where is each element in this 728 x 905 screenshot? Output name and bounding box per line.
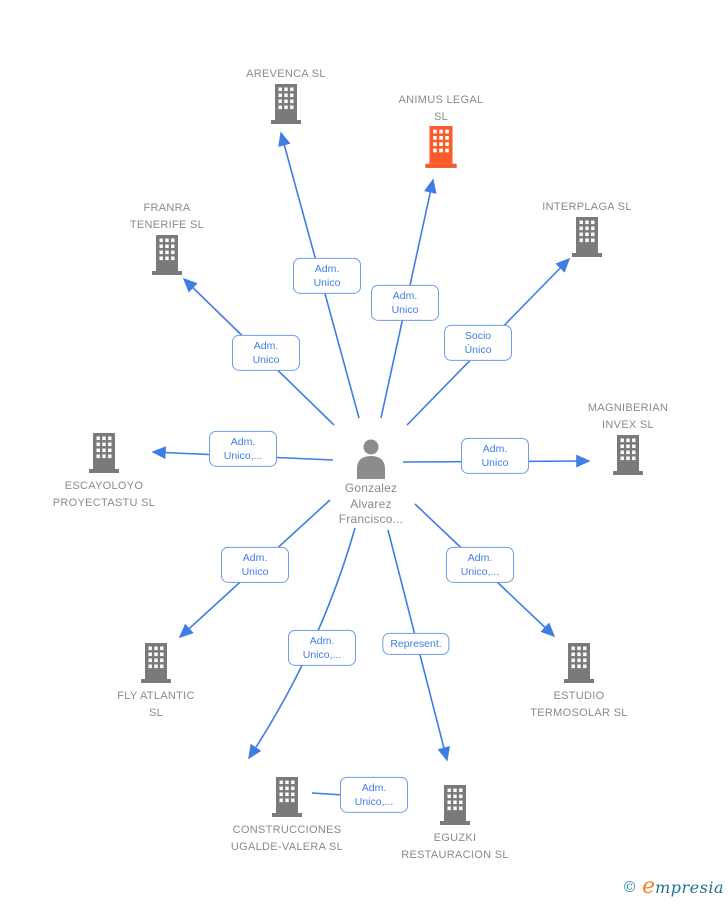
edge-label-estudio[interactable]: Adm. Unico,... [446,546,514,584]
company-name: ESTUDIO TERMOSOLAR SL [530,690,628,719]
edge-label-construcciones[interactable]: Adm. Unico,... [288,629,356,667]
company-name: AREVENCA SL [246,67,326,80]
person-icon [352,439,390,479]
edge-label-escayoloyo[interactable]: Adm. Unico,... [209,430,277,468]
edge-label-interplaga[interactable]: Socio Único [444,324,512,362]
company-name: EGUZKI RESTAURACION SL [401,832,509,861]
company-name: MAGNIBERIAN INVEX SL [587,402,669,431]
edge-label-eguzki-represent[interactable]: Represent. [382,632,450,656]
brand-initial: e [642,874,656,899]
company-name: FLY ATLANTIC SL [117,690,195,719]
company-name: FRANRA TENERIFE SL [129,202,205,231]
edge-label-franra[interactable]: Adm. Unico [232,334,300,372]
company-name: INTERPLAGA SL [542,200,632,213]
building-icon [268,83,304,125]
person-name: Gonzalez Alvarez Francisco... [338,481,404,527]
building-icon [610,434,646,476]
building-icon [437,784,473,826]
edge-label-magniberian[interactable]: Adm. Unico [461,437,529,475]
company-name: CONSTRUCCIONES UGALDE-VALERA SL [230,824,344,853]
building-icon-highlighted [422,125,460,169]
copyright-icon: © [622,878,638,896]
building-icon [569,216,605,258]
building-icon [269,776,305,818]
building-icon [149,234,185,276]
building-icon [86,432,122,474]
edge-label-fly-atlantic[interactable]: Adm. Unico [221,546,289,584]
empresia-logo[interactable]: ©empresia [622,874,724,899]
building-icon [561,642,597,684]
company-name: ESCAYOLOYO PROYECTASTU SL [52,480,156,509]
brand-name: mpresia [655,878,724,897]
edge-label-animus[interactable]: Adm. Unico [371,284,439,322]
edge-label-construcciones-eguzki[interactable]: Adm. Unico,... [340,776,408,814]
building-icon [138,642,174,684]
company-name: ANIMUS LEGAL SL [398,94,484,123]
edge-label-arevenca[interactable]: Adm. Unico [293,257,361,295]
